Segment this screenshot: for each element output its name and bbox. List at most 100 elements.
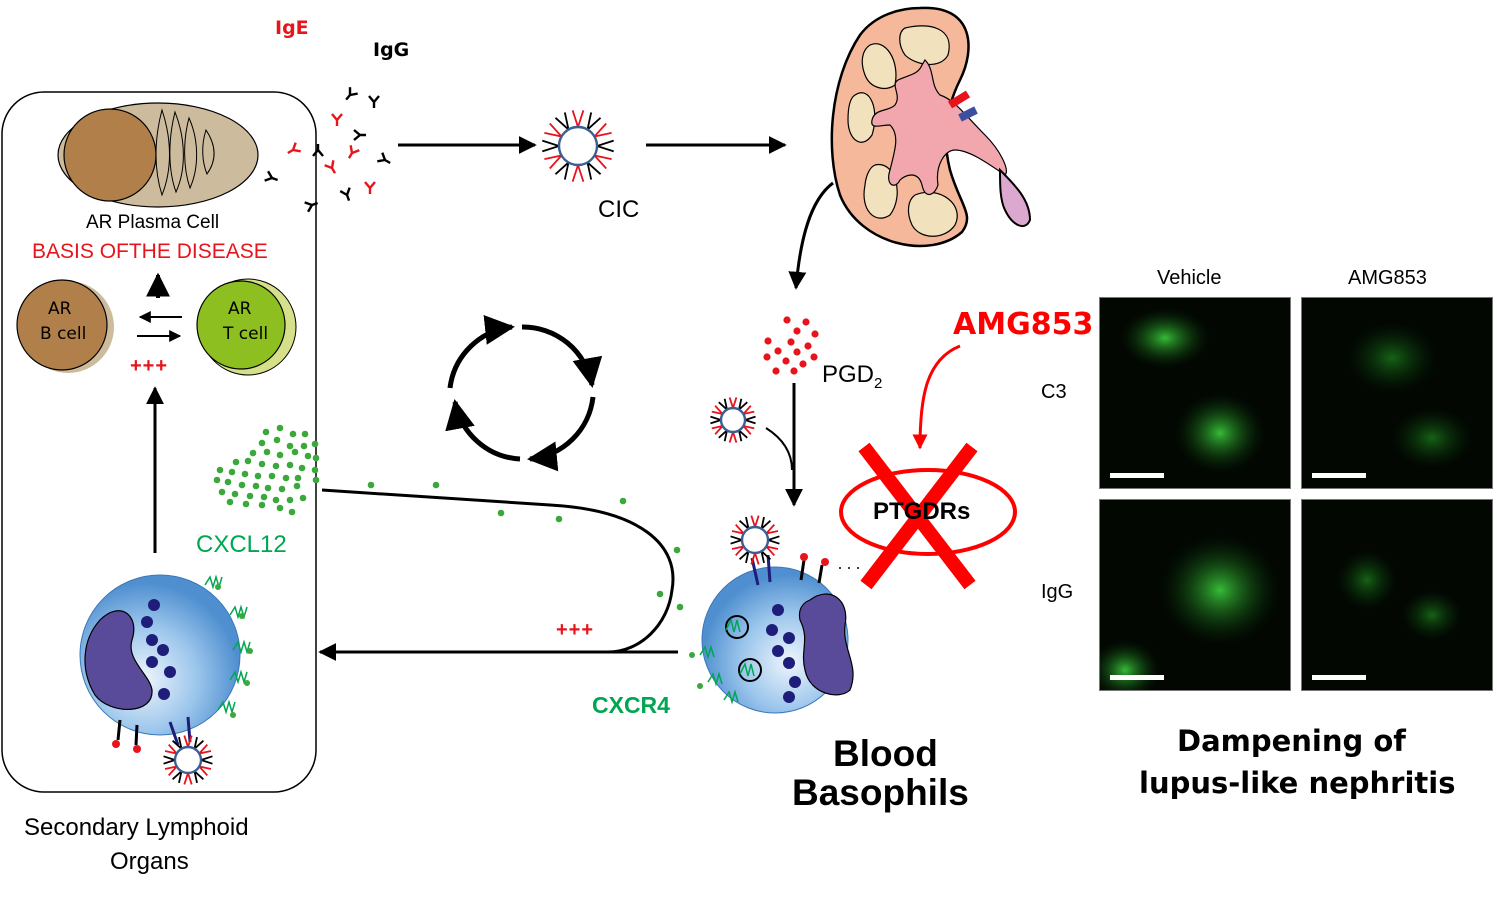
organ-label-line1: Secondary Lymphoid	[24, 814, 249, 841]
cxcr4-label: CXCR4	[592, 692, 670, 718]
antibody-spike	[711, 424, 726, 435]
cxcl12-dot	[276, 451, 284, 459]
micrograph-c3-amg853	[1301, 297, 1493, 489]
cic-icon	[542, 110, 614, 182]
antibody-icon	[312, 144, 324, 157]
antibody-spike	[728, 397, 738, 411]
antibody-icon	[345, 87, 358, 101]
antibody-spike	[196, 765, 212, 777]
b-cell-label-line1: AR	[48, 299, 72, 319]
antibody-spike	[586, 159, 602, 180]
migration-amplification-label: +++	[556, 619, 595, 641]
amg853-drug-label: AMG853	[953, 307, 1094, 342]
cxcl12-dot	[262, 428, 270, 436]
antibody-spike	[738, 516, 750, 532]
cxcl12-dot	[673, 546, 681, 554]
antibody-icon	[304, 201, 319, 213]
cic-icon-bound	[730, 515, 780, 565]
antibody-spike	[183, 770, 193, 785]
antibody-spike	[554, 159, 570, 180]
antibody-spike	[763, 523, 779, 535]
cxcl12-dot	[278, 485, 286, 493]
cxcl12-cluster	[213, 424, 320, 516]
scale-bar	[1312, 675, 1366, 680]
basis-label: BASIS OFTHE DISEASE	[32, 240, 268, 263]
t-cell	[196, 278, 297, 376]
antibody-icon	[347, 145, 360, 159]
antibody-spike	[740, 405, 755, 416]
pgd2-dot	[799, 360, 807, 368]
kidney-icon	[830, 6, 1032, 248]
pgd2-dot	[804, 342, 812, 350]
micrograph-c3-vehicle	[1099, 297, 1291, 489]
cxcl12-dot	[268, 472, 276, 480]
cxcl12-dot	[226, 498, 234, 506]
antibody-spike	[164, 743, 180, 755]
pgd2-dot	[802, 318, 810, 326]
cxcl12-dot	[258, 439, 266, 447]
cxcl12-dot	[294, 474, 302, 482]
cxcl12-dot	[291, 448, 299, 456]
pgd2-molecules	[763, 316, 819, 375]
cxcl12-dot	[293, 482, 301, 490]
cxcl12-dot	[676, 603, 684, 611]
antibody-spike	[544, 154, 565, 170]
cxcl12-dot	[260, 493, 268, 501]
antibodies-cloud	[264, 87, 391, 213]
amplification-label: +++	[130, 355, 169, 377]
amg853-inhibition-arrow	[912, 344, 961, 450]
antibody-icon	[331, 113, 343, 126]
pgd2-dot	[774, 347, 782, 355]
column-header-vehicle: Vehicle	[1157, 267, 1222, 289]
lymphoid-basophil	[79, 574, 253, 753]
cycle-icon	[445, 314, 603, 472]
cxcl12-dot	[555, 515, 563, 523]
antibody-spike	[164, 765, 180, 777]
cxcl12-dot	[249, 449, 257, 457]
cxcl12-dot	[497, 509, 505, 517]
caption-line1: Dampening of	[1177, 724, 1406, 758]
cxcl12-gradient-dots	[367, 481, 684, 611]
immune-complex-icon	[163, 735, 213, 785]
block-x-icon	[858, 442, 978, 590]
ptgdr-ellipse	[839, 468, 1017, 556]
micrograph-igg-vehicle	[1099, 499, 1291, 691]
igg-label: IgG	[373, 39, 410, 61]
cxcl12-dot	[264, 484, 272, 492]
pgd2-dot	[763, 353, 771, 361]
column-header-amg853: AMG853	[1348, 267, 1427, 289]
cxcl12-dot	[367, 481, 375, 489]
b-cell	[16, 279, 114, 373]
complex-core	[557, 125, 599, 167]
antibody-spike	[740, 424, 755, 435]
pgd2-subscript: 2	[874, 374, 883, 392]
cic-merge-line	[765, 427, 793, 471]
antibody-spike	[171, 768, 183, 784]
fluorescence-image	[1347, 323, 1472, 468]
pgd2-dot	[790, 367, 798, 375]
plasma-cell	[57, 102, 259, 208]
b-cell-label-line2: B cell	[40, 324, 87, 344]
antibody-spike	[763, 545, 779, 557]
antibody-spike	[742, 415, 756, 425]
antibody-spike	[737, 427, 748, 442]
cic-label: CIC	[598, 196, 640, 223]
cxcl12-label: CXCL12	[196, 531, 287, 558]
cxcl12-dot	[286, 461, 294, 469]
cxcl12-dot	[254, 472, 262, 480]
cxcl12-dot	[276, 424, 284, 432]
row-label-c3: C3	[1041, 381, 1067, 403]
scale-bar	[1110, 473, 1164, 478]
antibody-icon	[377, 152, 391, 165]
fluorescence-image	[1337, 550, 1462, 640]
antibody-spike	[738, 548, 750, 564]
pgd2-dot	[787, 338, 795, 346]
antibody-spike	[737, 398, 748, 413]
antibody-spike	[750, 515, 760, 530]
cxcl12-dot	[289, 430, 297, 438]
antibody-spike	[196, 743, 212, 755]
cxcl12-dot	[299, 494, 307, 502]
antibody-spike	[193, 736, 205, 752]
caption-line2: lupus-like nephritis	[1139, 766, 1456, 800]
